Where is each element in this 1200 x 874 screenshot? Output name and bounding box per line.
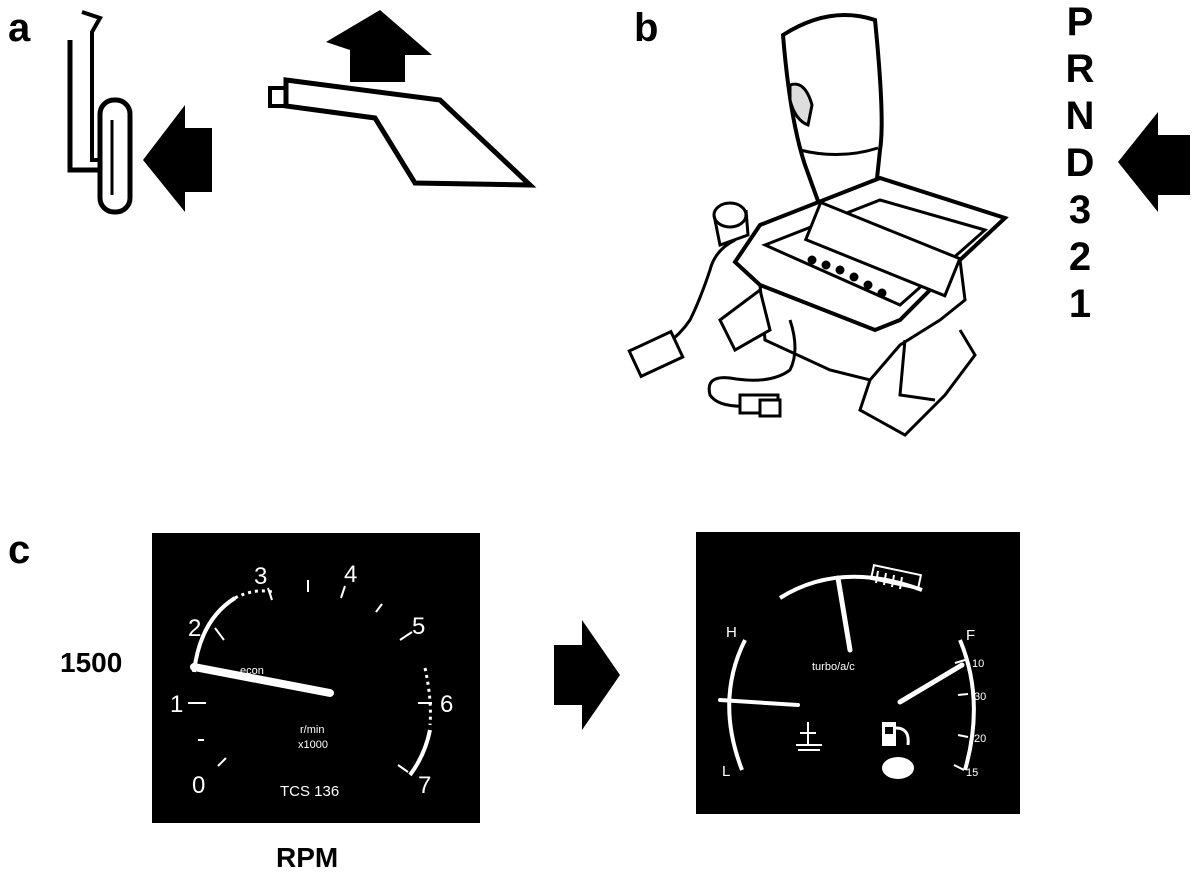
tachometer-ticks — [188, 580, 432, 773]
fuel-tick-label-3: 20 — [974, 733, 986, 745]
gear-position-r: R — [1065, 47, 1095, 91]
gear-shifter-drawing — [627, 13, 1009, 437]
panel-label-b: b — [634, 6, 659, 50]
tach-model-text: TCS 136 — [280, 783, 339, 800]
rpm-caption: RPM — [276, 842, 339, 873]
fuel-tick-label-1: 10 — [972, 658, 984, 670]
tach-number-6: 6 — [440, 691, 453, 718]
tach-number-5: 5 — [412, 613, 425, 640]
tach-number-2: 2 — [188, 615, 201, 642]
fuel-needle — [897, 662, 965, 705]
tachometer-needle — [190, 663, 334, 697]
gear-position-1: 1 — [1068, 282, 1092, 326]
panel-label-a: a — [8, 6, 31, 50]
tach-number-7: 7 — [418, 772, 431, 799]
tach-number-1: 1 — [170, 691, 183, 718]
tach-number-0: 0 — [192, 772, 205, 799]
release-arrow-icon — [143, 105, 212, 212]
panel-label-c: c — [8, 528, 31, 572]
gear-position-p: P — [1066, 0, 1094, 44]
fuel-pump-icon — [882, 722, 910, 746]
gear-indicator-arrow-icon — [1118, 112, 1190, 212]
tach-unit-line2: x1000 — [298, 739, 328, 751]
rpm-value-label: 1500 — [60, 647, 123, 678]
gear-position-n: N — [1065, 94, 1095, 138]
gear-position-3: 3 — [1068, 188, 1092, 232]
fuel-full-label: F — [966, 627, 975, 644]
fuel-tick-label-4: 15 — [966, 767, 978, 779]
right-arrow-icon — [554, 620, 620, 730]
fuel-tick-label-2: 30 — [974, 691, 986, 703]
gear-position-2: 2 — [1068, 235, 1092, 279]
temp-high-label: H — [726, 624, 737, 641]
center-gauge-label: turbo/a/c — [812, 661, 855, 673]
coolant-temp-icon — [796, 722, 822, 751]
parking-brake-lever-drawing — [268, 77, 537, 188]
warning-lamp-icon — [882, 757, 914, 779]
temp-low-label: L — [722, 763, 730, 780]
tach-number-4: 4 — [344, 561, 357, 588]
gear-position-d: D — [1065, 141, 1095, 185]
temperature-needle — [718, 698, 800, 707]
lever-grip-drawing — [81, 10, 103, 162]
up-arrow-icon — [326, 10, 432, 82]
tach-number-3: 3 — [254, 563, 267, 590]
turbo-needle — [835, 575, 853, 653]
tach-unit-line1: r/min — [300, 724, 324, 736]
tachometer-scale-numbers: 0 1 2 3 4 5 6 7 — [170, 561, 453, 799]
